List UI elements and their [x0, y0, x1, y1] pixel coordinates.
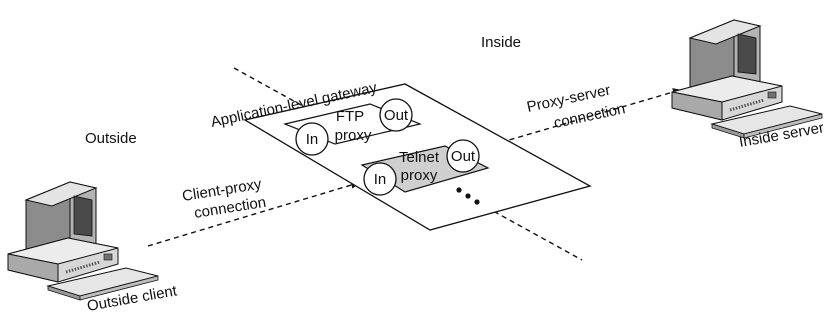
ftp-out-label: Out	[384, 107, 409, 124]
more-proxies-dot-1	[456, 187, 462, 193]
client-proxy-connection-line	[147, 181, 359, 247]
telnet-in-label: In	[374, 171, 387, 188]
telnet-proxy-label-line2: proxy	[401, 167, 438, 184]
more-proxies-dot-2	[465, 193, 471, 199]
ftp-out-port	[379, 98, 413, 132]
inside-server-computer-icon	[670, 18, 824, 140]
ftp-in-label: In	[306, 131, 319, 148]
outside-client-computer-icon	[6, 180, 160, 302]
telnet-proxy-label-line1: Telnet	[399, 149, 440, 166]
ftp-proxy-label-line1: FTP	[336, 108, 364, 125]
more-proxies-dot-3	[474, 199, 480, 205]
inside-zone-label: Inside	[481, 34, 521, 51]
telnet-in-port	[363, 162, 397, 196]
telnet-out-port	[446, 139, 480, 173]
ftp-proxy-label-line2: proxy	[335, 127, 372, 144]
ftp-in-port	[295, 122, 329, 156]
telnet-out-label: Out	[451, 148, 476, 165]
outside-zone-label: Outside	[85, 130, 137, 147]
